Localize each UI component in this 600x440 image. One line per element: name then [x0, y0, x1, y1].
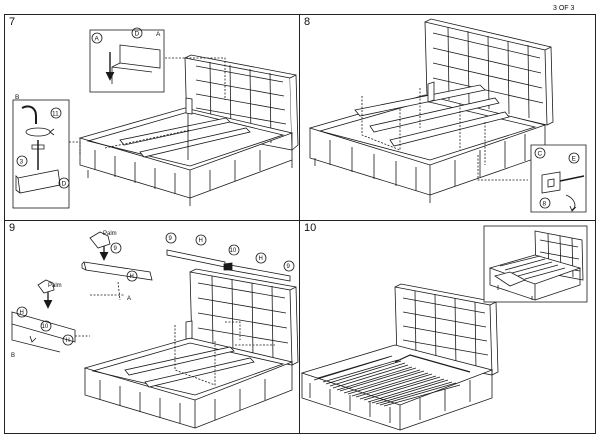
step8-label-8: 8 — [543, 201, 547, 208]
step9-label-h2: H — [199, 238, 203, 244]
step7-detail-b — [12, 99, 70, 209]
step8-label-c: C — [538, 151, 543, 158]
step9-headboard — [189, 268, 299, 366]
step9-label-h4: H — [20, 310, 24, 316]
step9-label-h1: H — [130, 274, 134, 280]
step9-detail-top — [81, 231, 153, 301]
step9-label-palm2: Palm — [48, 283, 62, 289]
step9-label-9b: 9 — [169, 236, 173, 242]
step7-label-b: B — [15, 94, 19, 101]
step7-label-d1: D — [135, 31, 140, 38]
step10-frame — [300, 344, 494, 431]
step9-label-10a: 10 — [230, 248, 237, 254]
step9-detail-b — [11, 279, 90, 353]
step-8-number: 8 — [304, 16, 311, 28]
step8-detail — [530, 144, 587, 213]
step7-frame — [78, 97, 294, 206]
step-7-number: 7 — [9, 16, 16, 28]
step9-label-10b: 10 — [42, 324, 49, 330]
step7-label-d2: D — [62, 181, 67, 188]
step8-frame — [308, 81, 547, 203]
step9-label-9a: 9 — [114, 246, 118, 252]
step9-label-h5: H — [66, 338, 70, 344]
step7-label-a: A — [95, 36, 100, 43]
step-9-number: 9 — [9, 222, 16, 234]
panel-step-10 — [299, 220, 596, 434]
step7-label-a2: A — [156, 31, 161, 38]
step-10-number: 10 — [304, 222, 317, 234]
step9-slat-sequence — [165, 232, 295, 282]
step7-label-11: 11 — [52, 111, 59, 118]
step7-label-3: 3 — [20, 159, 24, 166]
step9-frame — [83, 320, 294, 429]
step8-headboard — [424, 18, 554, 126]
step9-label-palm1: Palm — [103, 231, 117, 237]
step9-label-b: B — [11, 353, 15, 359]
step9-label-9c: 9 — [287, 264, 291, 270]
step9-label-a: A — [127, 296, 131, 302]
step10-inset — [483, 225, 588, 303]
step9-label-h3: H — [259, 256, 263, 262]
step8-label-e: E — [572, 156, 577, 163]
page-number: 3 OF 3 — [553, 5, 575, 12]
step7-detail-a — [89, 27, 165, 93]
